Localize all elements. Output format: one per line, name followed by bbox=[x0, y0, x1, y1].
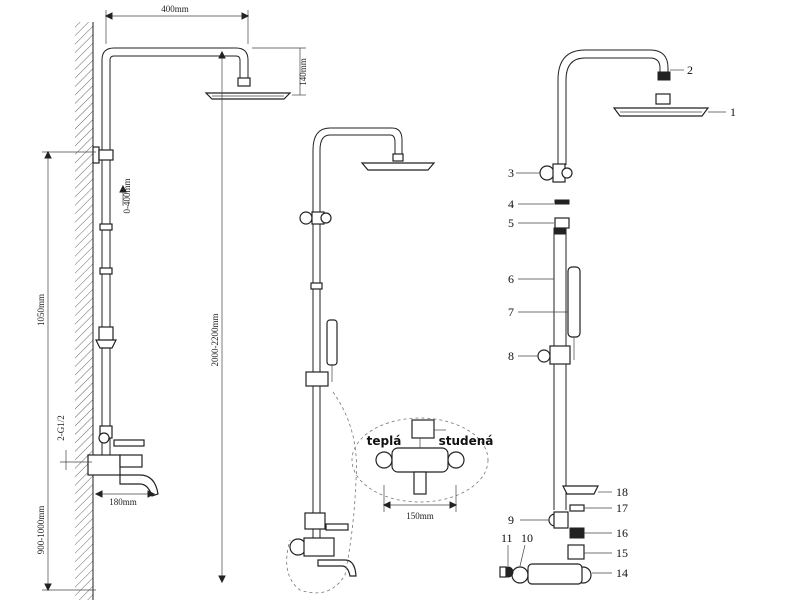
part-label-18: 18 bbox=[616, 485, 628, 499]
part-label-15: 15 bbox=[616, 546, 628, 560]
left-shower-column bbox=[87, 47, 292, 497]
mixer-inset: teplá studená 150mm bbox=[351, 417, 494, 521]
part-label-6: 6 bbox=[508, 272, 514, 286]
part-callouts: 1 2 3 4 5 6 7 8 9 10 11 14 15 16 17 18 bbox=[501, 63, 736, 580]
part-label-10: 10 bbox=[521, 531, 533, 545]
part-label-3: 3 bbox=[508, 166, 514, 180]
part-label-8: 8 bbox=[508, 349, 514, 363]
dim-drop-label: 140mm bbox=[298, 58, 308, 86]
right-exploded-column bbox=[499, 49, 710, 585]
dim-thread-label: 2-G1/2 bbox=[56, 415, 66, 441]
label-cold: studená bbox=[439, 434, 494, 448]
part-label-2: 2 bbox=[687, 63, 693, 77]
dim-spout-label: 180mm bbox=[109, 497, 137, 507]
label-hot: teplá bbox=[367, 434, 402, 448]
dim-total-label: 2000-2200mm bbox=[210, 314, 220, 367]
dim-spacing-label: 150mm bbox=[406, 511, 434, 521]
part-label-11: 11 bbox=[501, 531, 513, 545]
part-label-5: 5 bbox=[508, 216, 514, 230]
dim-mount-label: 900-1000mm bbox=[36, 506, 46, 555]
left-dimensions: 400mm 140mm 0-400mm 1050mm 2000-2200mm 2… bbox=[36, 4, 308, 592]
part-label-4: 4 bbox=[508, 197, 514, 211]
part-label-1: 1 bbox=[730, 105, 736, 119]
dim-slide-label: 0-400mm bbox=[122, 179, 132, 214]
part-label-17: 17 bbox=[616, 501, 628, 515]
wall bbox=[75, 22, 94, 600]
part-label-14: 14 bbox=[616, 566, 628, 580]
part-label-9: 9 bbox=[508, 513, 514, 527]
middle-shower-column bbox=[286, 127, 436, 594]
dim-width-label: 400mm bbox=[161, 4, 189, 14]
part-label-16: 16 bbox=[616, 526, 628, 540]
part-label-7: 7 bbox=[508, 305, 514, 319]
dim-rail-label: 1050mm bbox=[36, 294, 46, 326]
